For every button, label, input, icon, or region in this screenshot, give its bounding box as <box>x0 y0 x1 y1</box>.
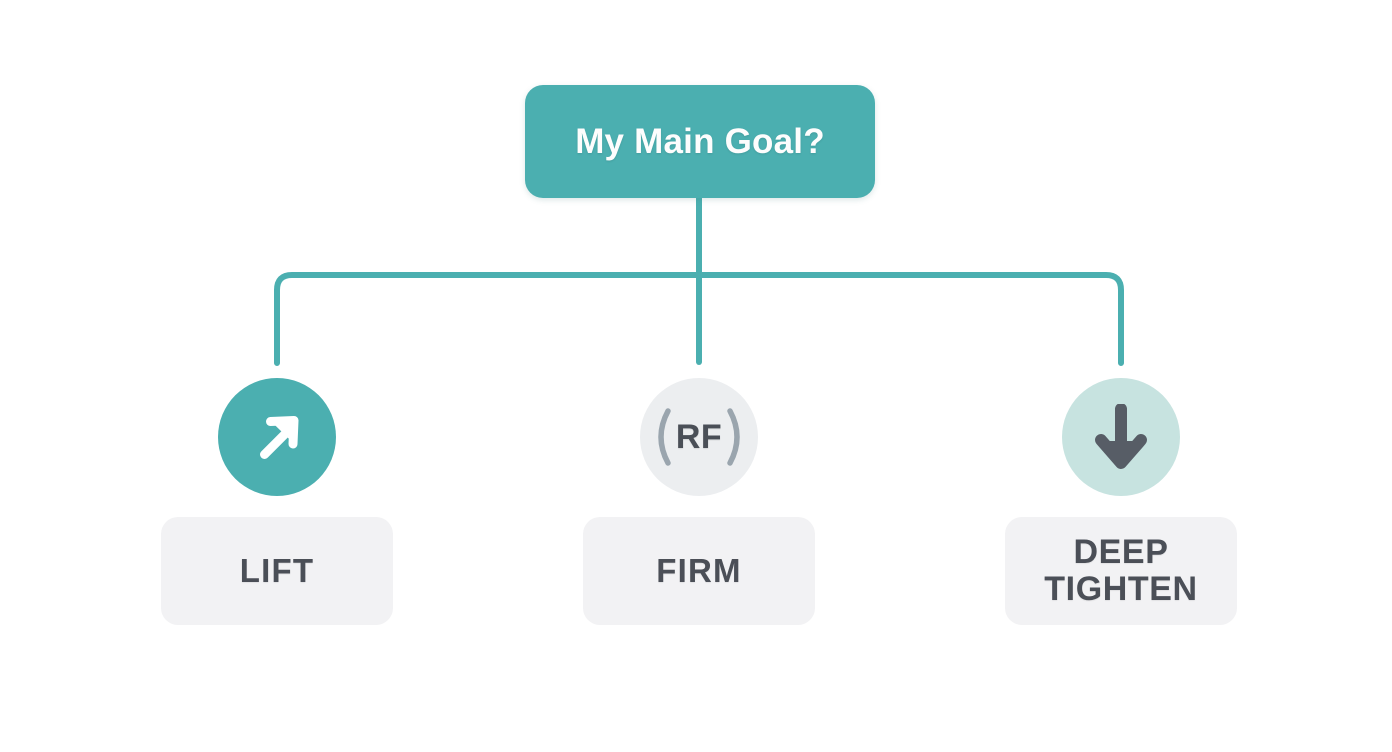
branch-firm-label-chip[interactable]: FIRM <box>583 517 815 625</box>
branch-firm-label: FIRM <box>656 552 742 590</box>
branch-deep-tighten[interactable]: DEEP TIGHTEN <box>971 378 1271 625</box>
branch-lift-label: LIFT <box>239 552 315 590</box>
branch-firm-icon-circle[interactable]: RF <box>640 378 758 496</box>
branch-lift-label-chip[interactable]: LIFT <box>161 517 393 625</box>
branch-deep-tighten-label: DEEP TIGHTEN <box>1044 533 1198 608</box>
rf-icon-text: RF <box>675 417 723 456</box>
branch-firm[interactable]: RF FIRM <box>549 378 849 625</box>
arrow-down-icon <box>1095 404 1147 469</box>
branch-lift-icon-circle[interactable] <box>218 378 336 496</box>
root-node[interactable]: My Main Goal? <box>525 85 875 198</box>
arrow-up-right-icon <box>260 416 299 459</box>
connector-left-elbow <box>274 272 702 366</box>
branch-deep-tighten-label-chip[interactable]: DEEP TIGHTEN <box>1005 517 1237 625</box>
rf-arc-left-icon <box>658 408 671 466</box>
rf-arc-right-icon <box>727 408 740 466</box>
branch-deep-tighten-icon-circle[interactable] <box>1062 378 1180 496</box>
branch-lift[interactable]: LIFT <box>127 378 427 625</box>
connector-right-elbow <box>696 272 1124 366</box>
root-node-label: My Main Goal? <box>575 121 825 161</box>
rf-radiofrequency-icon: RF <box>651 406 747 468</box>
